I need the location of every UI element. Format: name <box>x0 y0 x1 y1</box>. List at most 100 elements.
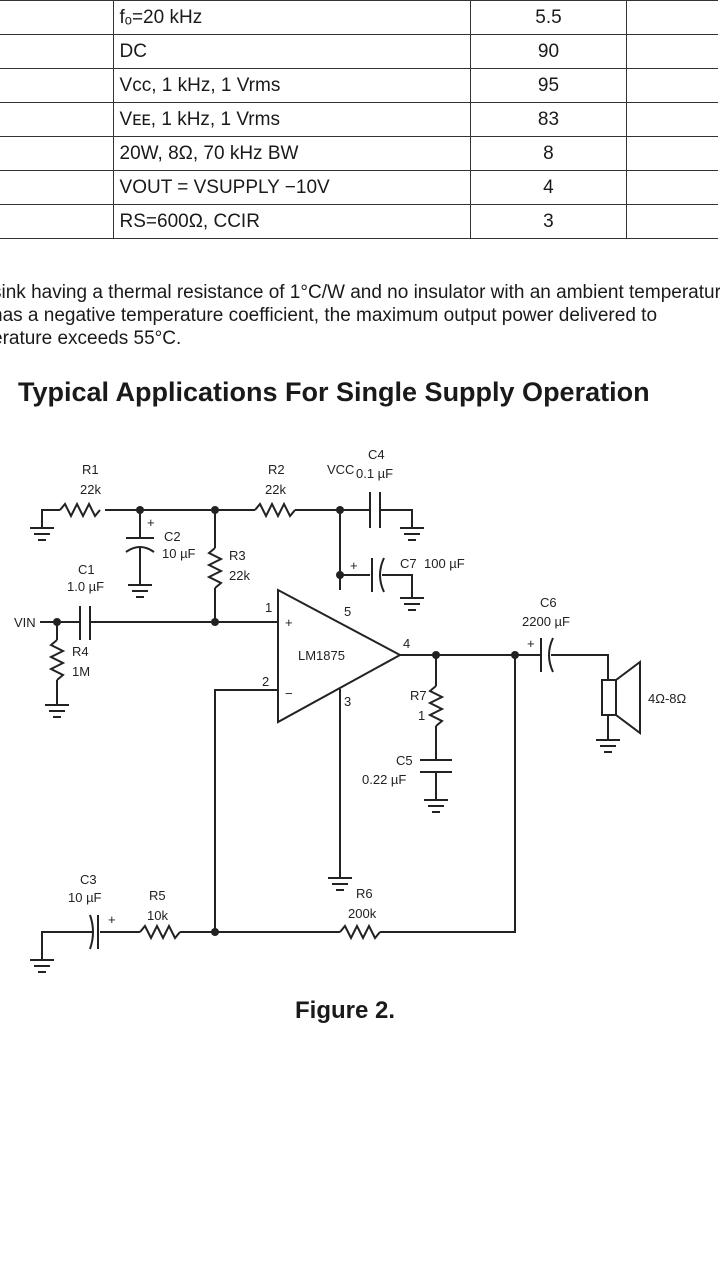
value-c2: 10 µF <box>162 546 196 561</box>
table-cell-condition: 20W, 8Ω, 70 kHz BW <box>112 136 471 171</box>
table-cell-condition: Vᴇᴇ, 1 kHz, 1 Vrms <box>112 102 471 137</box>
label-c7: C7 <box>400 556 417 571</box>
paragraph-line: erature exceeds 55°C. <box>0 328 182 349</box>
label-vin: VIN <box>14 615 36 630</box>
label-pin1: 1 <box>265 600 272 615</box>
junction-dot <box>211 928 219 936</box>
ground-icon <box>596 739 620 753</box>
value-c4: 0.1 µF <box>356 466 393 481</box>
plus-c6: + <box>527 636 535 651</box>
label-r2: R2 <box>268 462 285 477</box>
label-c5: C5 <box>396 753 413 768</box>
speaker-impedance: 4Ω-8Ω <box>648 691 687 706</box>
value-r7: 1 <box>418 708 425 723</box>
value-r1: 22k <box>80 482 101 497</box>
label-r1: R1 <box>82 462 99 477</box>
junction-dot <box>336 571 344 579</box>
ground-icon <box>30 527 54 541</box>
value-r3: 22k <box>229 568 250 583</box>
table-cell-value: 83 <box>469 102 628 137</box>
label-r3: R3 <box>229 548 246 563</box>
resistor-r7 <box>427 685 445 727</box>
table-cell-value: 5.5 <box>469 0 628 35</box>
junction-dot <box>432 651 440 659</box>
section-title: Typical Applications For Single Supply O… <box>18 377 650 407</box>
value-r4: 1M <box>72 664 90 679</box>
wire <box>41 509 60 528</box>
resistor-r2 <box>254 501 296 519</box>
table-cell-condition: Vᴄᴄ, 1 kHz, 1 Vrms <box>112 68 471 103</box>
capacitor-c6-plate <box>548 637 554 673</box>
label-pin2: 2 <box>262 674 269 689</box>
lm1875-amplifier <box>277 588 403 724</box>
label-r4: R4 <box>72 644 89 659</box>
label-r7: R7 <box>410 688 427 703</box>
plus-c2: + <box>147 515 155 530</box>
value-c5: 0.22 µF <box>362 772 406 787</box>
label-c2: C2 <box>164 529 181 544</box>
value-c6: 2200 µF <box>522 614 570 629</box>
ground-icon <box>128 584 152 598</box>
table-cell-condition: fₒ=20 kHz <box>112 0 471 35</box>
value-r5: 10k <box>147 908 168 923</box>
table-cell-value: 4 <box>469 170 628 205</box>
junction-dot <box>211 506 219 514</box>
table-cell-value: 95 <box>469 68 628 103</box>
wire <box>214 689 278 932</box>
table-cell-value: 8 <box>469 136 628 171</box>
label-c1: C1 <box>78 562 95 577</box>
circuit-schematic: R1 22k R2 22k C4 VCC 0.1 µF C2 10 µF + R… <box>14 447 687 973</box>
wire <box>41 931 92 960</box>
label-pin5: 5 <box>344 604 351 619</box>
label-pin3: 3 <box>344 694 351 709</box>
wire <box>380 655 516 933</box>
value-c1: 1.0 µF <box>67 579 104 594</box>
wire <box>382 574 413 598</box>
value-c3: 10 µF <box>68 890 102 905</box>
value-r2: 22k <box>265 482 286 497</box>
table-cell-condition: VOUT = VSUPPLY −10V <box>112 170 471 205</box>
resistor-r6 <box>339 923 381 941</box>
figure-caption: Figure 2. <box>295 997 396 1024</box>
resistor-r5 <box>139 923 181 941</box>
resistor-r3 <box>206 547 224 589</box>
wire <box>380 509 413 528</box>
label-pin4: 4 <box>403 636 410 651</box>
label-r5: R5 <box>149 888 166 903</box>
speaker-icon <box>601 679 617 716</box>
plus-c7: + <box>350 558 358 573</box>
wire <box>551 654 609 680</box>
ground-icon <box>45 704 69 718</box>
ground-icon <box>30 959 54 973</box>
ground-icon <box>424 799 448 813</box>
label-c4: C4 <box>368 447 385 462</box>
value-c7: 100 µF <box>424 556 465 571</box>
table-cell-condition: DC <box>112 34 471 69</box>
plus-c3: + <box>108 912 116 927</box>
label-c3: C3 <box>80 872 97 887</box>
label-vcc: VCC <box>327 462 354 477</box>
capacitor-c2-plate <box>125 546 155 553</box>
junction-dot <box>136 506 144 514</box>
value-r6: 200k <box>348 906 377 921</box>
ground-icon <box>328 877 352 891</box>
body-paragraph: sink having a thermal resistance of 1°C/… <box>0 281 720 350</box>
ground-icon <box>400 597 424 611</box>
table-cell-value: 90 <box>469 34 628 69</box>
plus-input: + <box>285 615 293 630</box>
minus-input: − <box>285 686 293 701</box>
junction-dot <box>336 506 344 514</box>
label-r6: R6 <box>356 886 373 901</box>
table-cell-value: 3 <box>469 204 628 239</box>
label-c6: C6 <box>540 595 557 610</box>
resistor-r1 <box>59 501 101 519</box>
ic-label: LM1875 <box>298 648 345 663</box>
speaker-cone <box>615 660 641 735</box>
